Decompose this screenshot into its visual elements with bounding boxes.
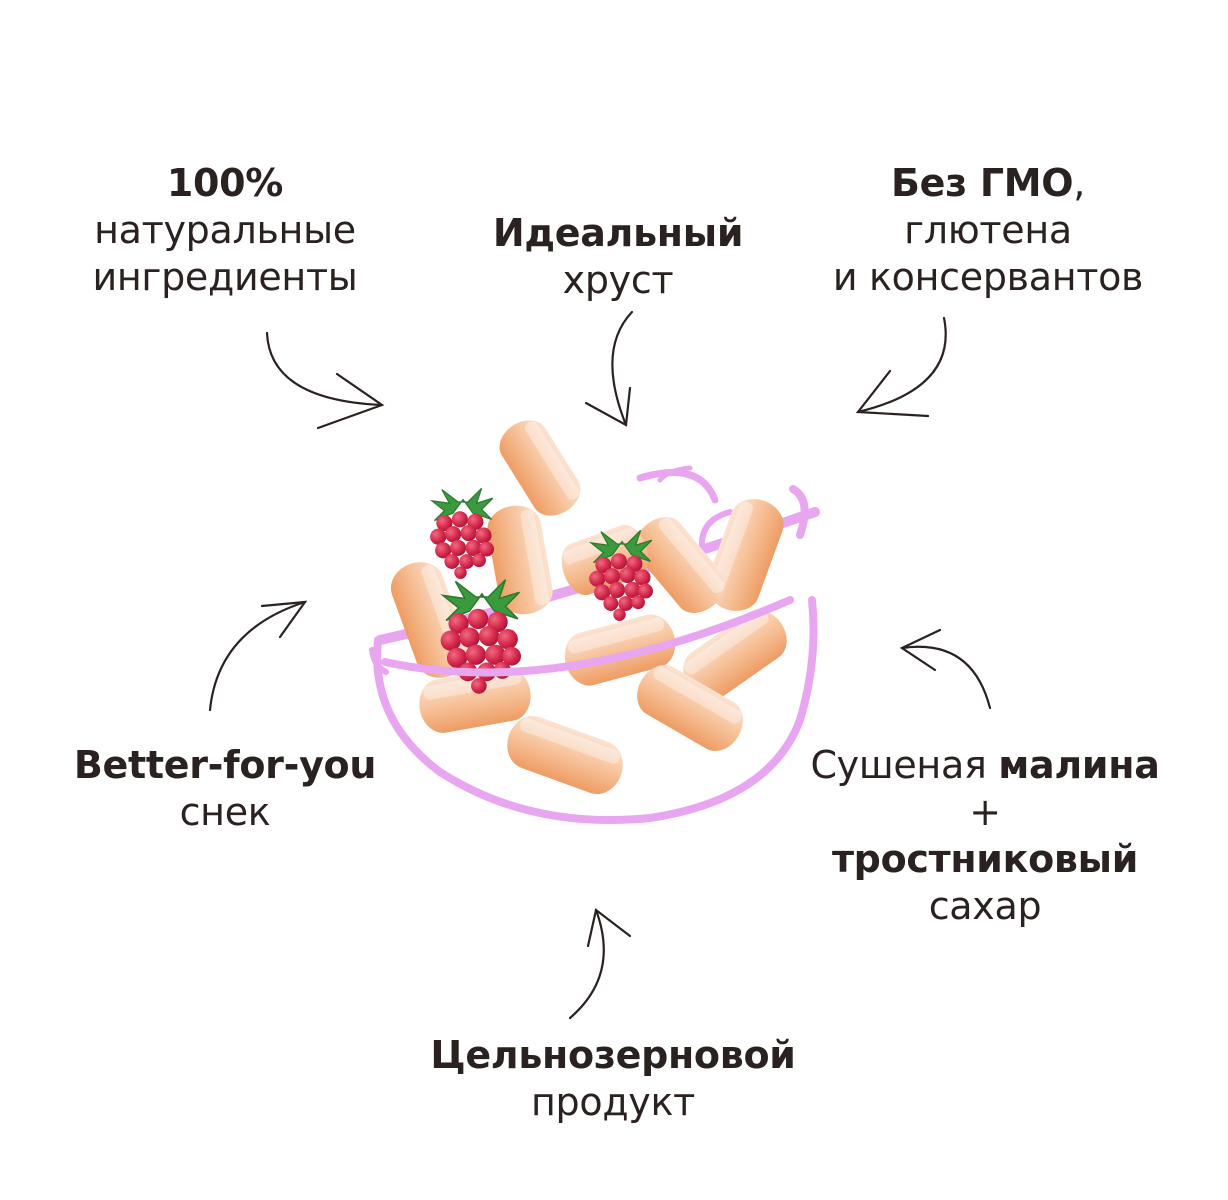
feature-whole-grain: Цельнозерновой продукт — [408, 1032, 818, 1126]
feature-raspberry-bold2: тростниковый — [831, 837, 1139, 881]
arrow-gmo — [856, 316, 947, 414]
feature-grain-bold: Цельнозерновой — [430, 1033, 796, 1077]
feature-dried-raspberry: Сушеная малина + тростниковый сахар — [790, 742, 1180, 930]
feature-crunch-line2: хруст — [562, 258, 674, 302]
arrow-raspberry-head — [899, 628, 942, 672]
arrow-grain — [568, 908, 605, 1020]
arrow-natural — [265, 331, 384, 407]
arrow-raspberry — [900, 645, 992, 710]
feature-natural-line2: натуральные — [94, 208, 356, 252]
feature-raspberry-plus: + — [969, 790, 1001, 834]
feature-raspberry-normal: Сушеная — [810, 743, 999, 787]
feature-gmo-line3: и консервантов — [832, 255, 1144, 299]
feature-better-line2: снек — [179, 790, 271, 834]
arrow-crunch — [611, 310, 634, 427]
feature-no-gmo: Без ГМО, глютена и консервантов — [808, 160, 1168, 301]
feature-gmo-bold: Без ГМО — [890, 161, 1074, 205]
arrow-better — [208, 600, 307, 712]
feature-gmo-line2: глютена — [904, 208, 1072, 252]
feature-raspberry-line4: сахар — [928, 884, 1042, 928]
arrow-natural-head — [316, 372, 385, 430]
feature-crunch-bold: Идеальный — [492, 211, 744, 255]
arrow-better-head — [260, 600, 308, 639]
feature-better-for-you: Better-for-you снек — [60, 742, 390, 836]
feature-natural-bold: 100% — [166, 161, 284, 205]
arrow-grain-head — [586, 908, 632, 948]
bowl-front — [369, 596, 818, 824]
feature-grain-line2: продукт — [531, 1080, 695, 1124]
feature-natural-ingredients: 100% натуральные ингредиенты — [70, 160, 380, 301]
feature-perfect-crunch: Идеальный хруст — [468, 210, 768, 304]
corn-puff-icon — [384, 411, 797, 801]
arrow-icon — [208, 310, 992, 1020]
arrow-gmo-head — [855, 369, 930, 418]
arrow-crunch-head — [584, 386, 632, 427]
feature-natural-line3: ингредиенты — [92, 255, 358, 299]
feature-gmo-comma: , — [1073, 161, 1086, 205]
feature-better-bold: Better-for-you — [73, 743, 377, 787]
feature-raspberry-bold: малина — [998, 743, 1160, 787]
